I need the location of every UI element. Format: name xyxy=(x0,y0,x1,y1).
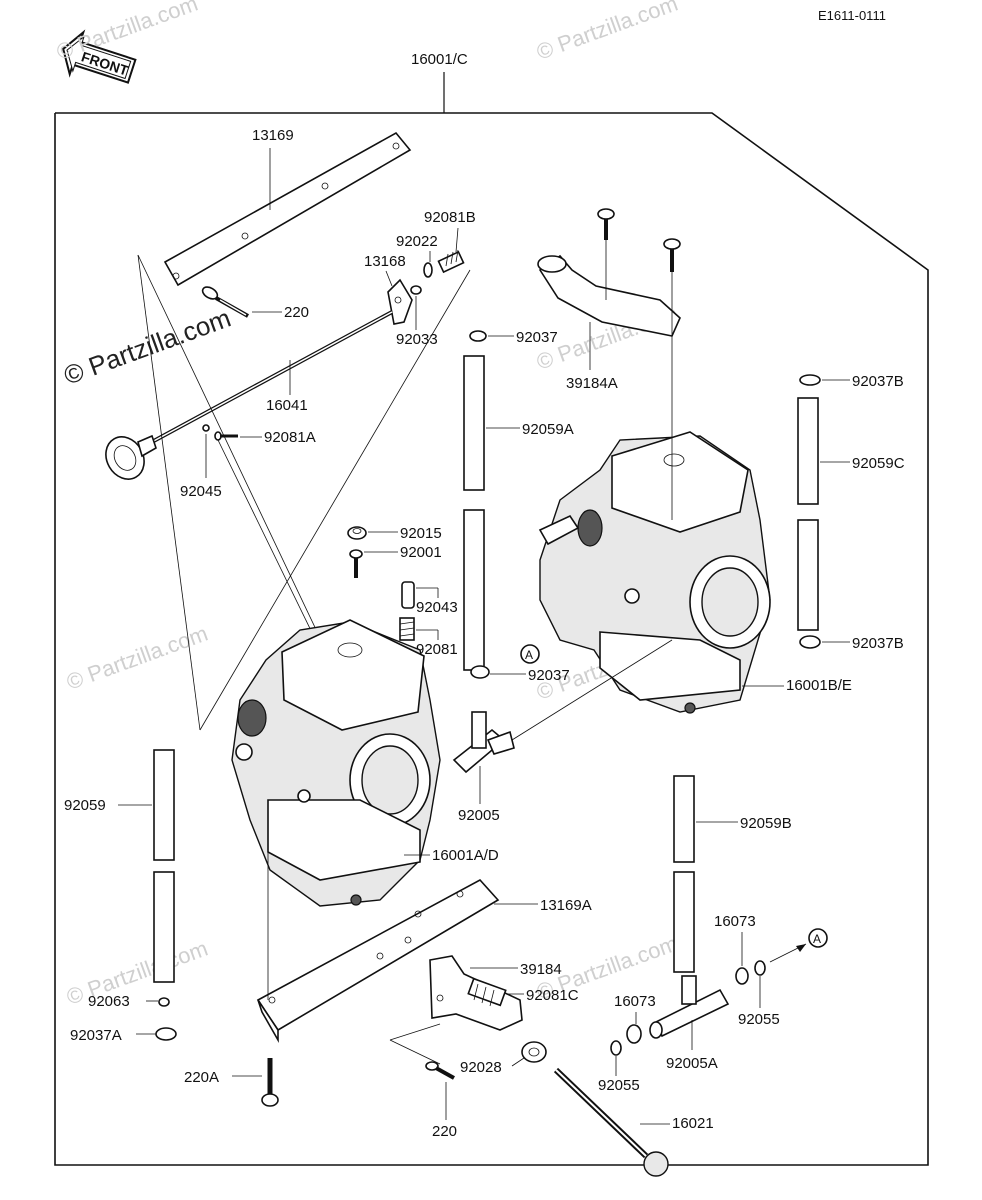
label-16001BE: 16001B/E xyxy=(786,677,852,694)
label-16073-a: 16073 xyxy=(614,993,656,1010)
spring-92081 xyxy=(399,617,415,641)
diagram-code: E1611-0111 xyxy=(818,8,886,23)
watermark: © Partzilla.com xyxy=(63,621,211,695)
pin-92043 xyxy=(401,581,415,609)
label-39184: 39184 xyxy=(520,961,562,978)
label-92022: 92022 xyxy=(396,233,438,250)
label-92037A: 92037A xyxy=(70,1027,122,1044)
choke-lever-13168 xyxy=(387,278,413,325)
fitting-92005A xyxy=(649,975,730,1039)
label-220-top: 220 xyxy=(284,304,309,321)
tube-92059B xyxy=(673,775,695,973)
label-92081: 92081 xyxy=(416,641,458,658)
label-220A: 220A xyxy=(184,1069,219,1086)
label-92001: 92001 xyxy=(400,544,442,561)
clip-92037B-bottom xyxy=(799,635,821,649)
clip-92037-top xyxy=(469,330,487,342)
label-92059C: 92059C xyxy=(852,455,905,472)
clip-92033 xyxy=(410,285,422,295)
assembly-label: 16001/C xyxy=(411,51,468,68)
cap-92063 xyxy=(158,997,170,1007)
label-16041: 16041 xyxy=(266,397,308,414)
ball-92045 xyxy=(202,424,210,432)
screw-top-a xyxy=(597,208,615,240)
label-16073-b: 16073 xyxy=(714,913,756,930)
label-92015: 92015 xyxy=(400,525,442,542)
label-92081C: 92081C xyxy=(526,987,579,1004)
label-16021: 16021 xyxy=(672,1115,714,1132)
label-13169A: 13169A xyxy=(540,897,592,914)
spring-92081B xyxy=(437,249,465,274)
svg-text:A: A xyxy=(525,648,533,662)
label-13169: 13169 xyxy=(252,127,294,144)
screw-92081A xyxy=(214,431,238,441)
clip-92037-mid xyxy=(470,665,490,679)
watermark-main: © Partzilla.com xyxy=(60,303,235,391)
screw-220-top xyxy=(201,286,249,318)
washer-92055-a xyxy=(610,1040,622,1056)
label-13168: 13168 xyxy=(364,253,406,270)
spring-92081C xyxy=(467,977,507,1007)
bracket-39184A xyxy=(537,254,681,337)
label-92005: 92005 xyxy=(458,807,500,824)
label-92081B: 92081B xyxy=(424,209,476,226)
adjuster-screw-16021 xyxy=(553,1067,669,1177)
reference-A-right: A xyxy=(808,928,828,948)
screw-220A xyxy=(261,1058,279,1107)
label-16001AD: 16001A/D xyxy=(432,847,499,864)
watermark: © Partzilla.com xyxy=(53,0,201,65)
label-92059A: 92059A xyxy=(522,421,574,438)
label-92037-mid: 92037 xyxy=(528,667,570,684)
label-92063: 92063 xyxy=(88,993,130,1010)
tube-92059A xyxy=(463,355,485,671)
label-92059B: 92059B xyxy=(740,815,792,832)
label-92005A: 92005A xyxy=(666,1055,718,1072)
tube-92059 xyxy=(153,749,175,983)
label-92033: 92033 xyxy=(396,331,438,348)
label-92037-top: 92037 xyxy=(516,329,558,346)
screw-92001 xyxy=(349,549,363,578)
clip-92037A xyxy=(155,1027,177,1041)
label-92045: 92045 xyxy=(180,483,222,500)
fitting-92005 xyxy=(452,639,673,774)
washer-92022 xyxy=(423,262,433,278)
nut-92015 xyxy=(347,526,367,540)
label-92028: 92028 xyxy=(460,1059,502,1076)
carburetor-16001BE xyxy=(538,240,771,714)
watermark: © Partzilla.com xyxy=(63,936,211,1010)
label-92081A: 92081A xyxy=(264,429,316,446)
washer-92055-b xyxy=(754,960,766,976)
label-92037B-top: 92037B xyxy=(852,373,904,390)
label-92037B-bottom: 92037B xyxy=(852,635,904,652)
oring-16073-a xyxy=(626,1024,642,1044)
label-92043: 92043 xyxy=(416,599,458,616)
tube-92059C xyxy=(797,397,819,631)
screw-top-b xyxy=(663,238,681,272)
label-92055-b: 92055 xyxy=(738,1011,780,1028)
reference-A-left: A xyxy=(520,644,540,664)
carburetor-16001AD xyxy=(231,619,441,907)
oring-16073-b xyxy=(735,967,749,985)
clip-92037B-top xyxy=(799,374,821,386)
label-92059: 92059 xyxy=(64,797,106,814)
label-39184A: 39184A xyxy=(566,375,618,392)
label-220-bottom: 220 xyxy=(432,1123,457,1140)
mount-bracket-13169A xyxy=(256,878,500,1044)
choke-bracket-13169 xyxy=(163,131,412,287)
choke-shaft-16041 xyxy=(105,310,393,480)
label-92055-a: 92055 xyxy=(598,1077,640,1094)
grommet-92028 xyxy=(521,1041,547,1063)
screw-220-bottom xyxy=(425,1061,455,1080)
assembly-boundary xyxy=(54,112,929,1166)
svg-text:A: A xyxy=(813,932,821,946)
watermark: © Partzilla.com xyxy=(533,0,681,65)
